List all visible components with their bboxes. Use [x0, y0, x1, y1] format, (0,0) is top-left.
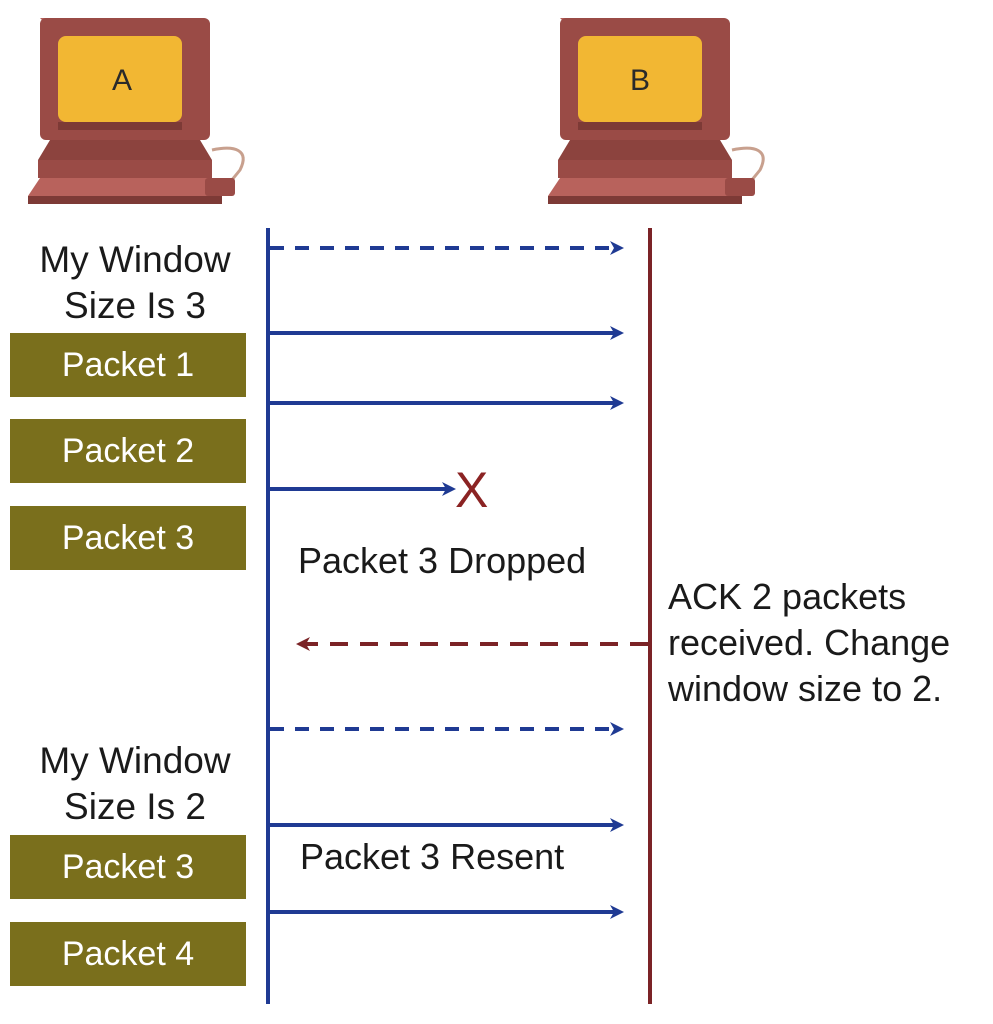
- window-size-3-text: My Window Size Is 3: [10, 237, 260, 329]
- ack-note-line2: received. Change: [668, 622, 951, 663]
- computer-a-icon: [28, 18, 245, 204]
- computer-b-icon: [548, 18, 765, 204]
- window-size-2-text: My Window Size Is 2: [10, 738, 260, 830]
- drop-x-icon: X: [455, 462, 489, 518]
- packet-1-box: Packet 1: [10, 333, 246, 397]
- ack-note: ACK 2 packets received. Change window si…: [668, 574, 950, 712]
- window-size-2-line1: My Window: [39, 740, 231, 781]
- window-size-3-line2: Size Is 3: [64, 285, 206, 326]
- packet-3-box: Packet 3: [10, 506, 246, 570]
- ack-note-line1: ACK 2 packets: [668, 576, 907, 617]
- window-size-2-line2: Size Is 2: [64, 786, 206, 827]
- window-size-3-line1: My Window: [39, 239, 231, 280]
- packet-4-box: Packet 4: [10, 922, 246, 986]
- host-b-label: B: [630, 64, 650, 97]
- packet-3-dropped-note: Packet 3 Dropped: [298, 540, 587, 581]
- packet-3-resent-note: Packet 3 Resent: [300, 836, 565, 877]
- packet-2-box: Packet 2: [10, 419, 246, 483]
- host-a-label: A: [112, 64, 132, 97]
- ack-note-line3: window size to 2.: [668, 668, 943, 709]
- packet-3-resend-box: Packet 3: [10, 835, 246, 899]
